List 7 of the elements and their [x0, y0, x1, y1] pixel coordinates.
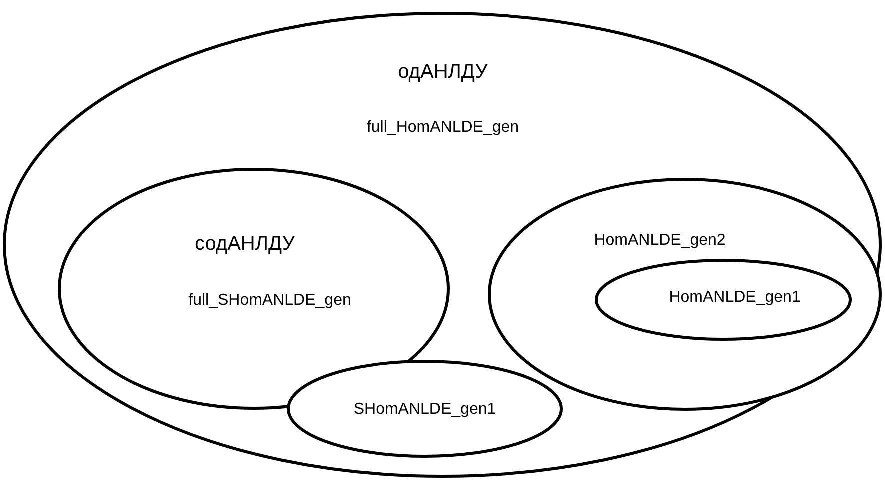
set-label: HomANLDE_gen2 — [594, 232, 726, 250]
set-label: одАНЛДУ — [398, 61, 488, 83]
set-label: содАНЛДУ — [195, 233, 295, 255]
set-description: full_HomANLDE_gen — [366, 119, 520, 137]
set-label: HomANLDE_gen1 — [669, 289, 801, 307]
set-label: SHomANLDE_gen1 — [354, 401, 496, 419]
set-description: full_SHomANLDE_gen — [188, 292, 352, 310]
